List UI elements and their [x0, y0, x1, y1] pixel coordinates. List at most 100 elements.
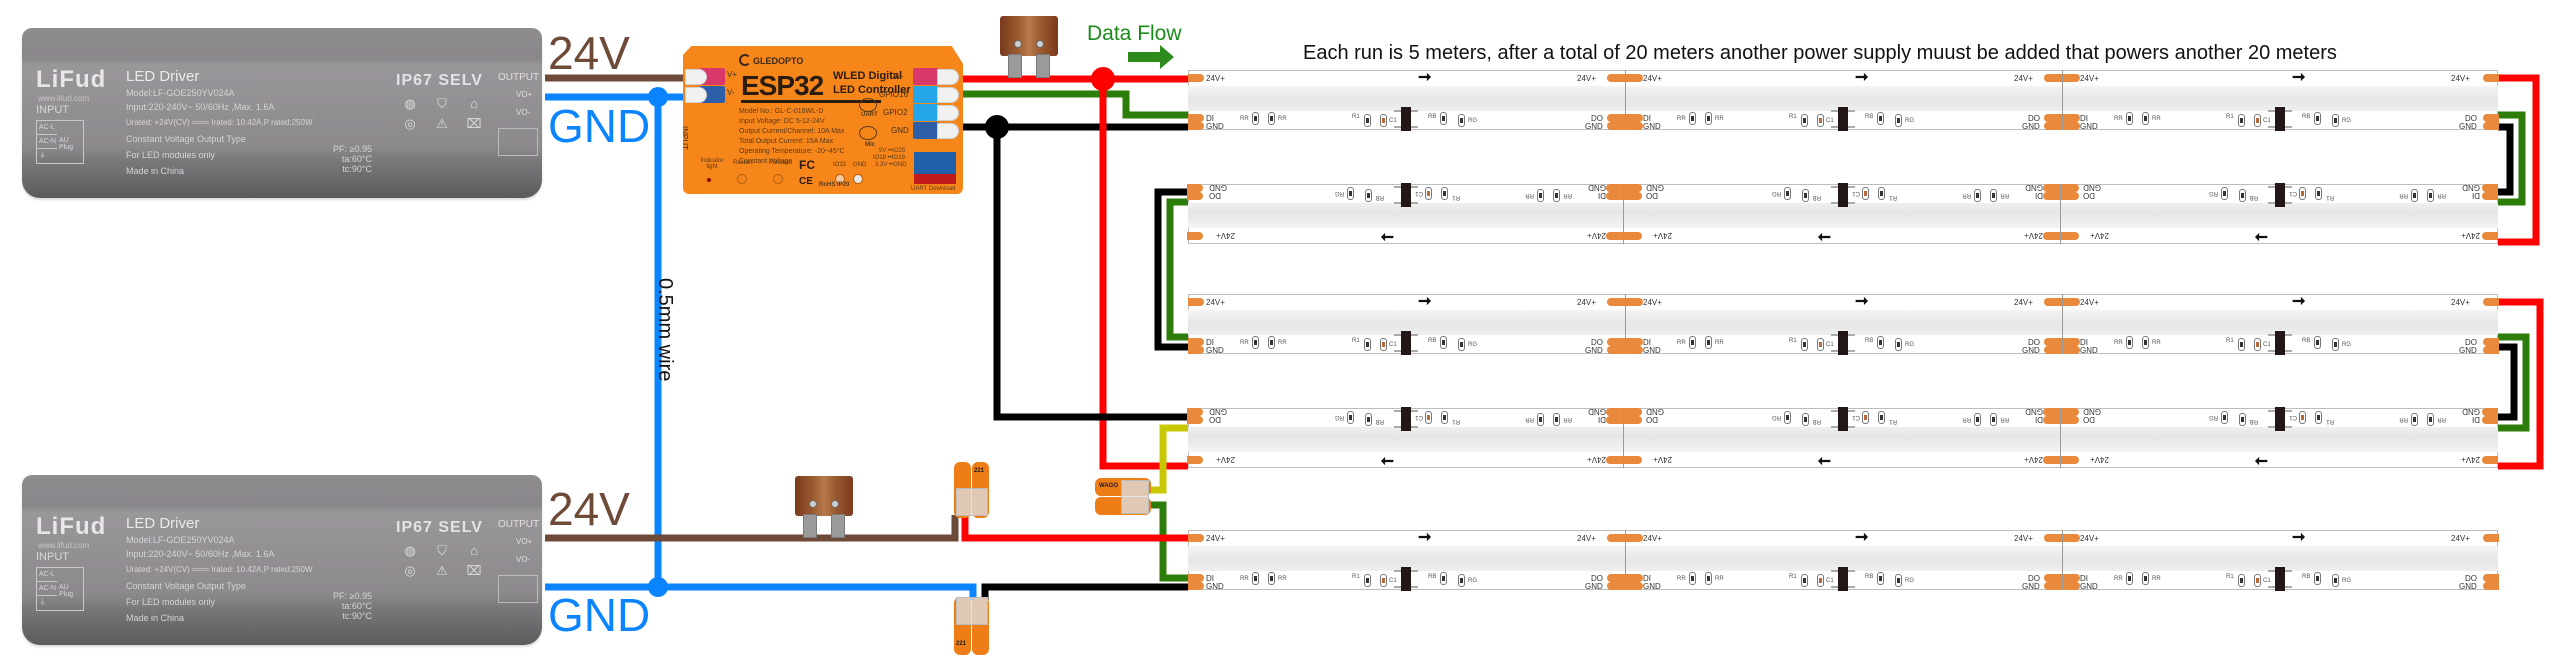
output-terminal-vplus[interactable] — [913, 68, 939, 85]
pad-24v — [1188, 74, 1204, 82]
capacitor — [1425, 187, 1432, 200]
psu-cert: IP67 SELV — [396, 72, 483, 89]
label-24v-end: 24V+ — [1216, 231, 1235, 240]
indicator-light — [707, 178, 711, 182]
pad-24v-joint — [2043, 232, 2079, 240]
psu-brand: LiFud — [36, 66, 107, 93]
cut-line — [1623, 184, 1624, 244]
component-label: RR — [2399, 192, 2408, 198]
component-label: R1 — [2226, 338, 2234, 344]
pad-do-end — [2483, 338, 2499, 346]
link-r1-r2-v — [2498, 74, 2540, 246]
resistor — [1252, 572, 1259, 585]
label-di: DI — [2472, 191, 2480, 200]
link-r3-r4-data — [2498, 333, 2530, 432]
wire-24v-bottom — [545, 515, 959, 542]
lamp-icon: ⚠ — [436, 563, 448, 578]
label-di: DI — [1598, 415, 1606, 424]
label-gnd-end: GND — [2022, 122, 2040, 131]
psu-plug: AU Plug — [59, 584, 74, 598]
pin-header — [914, 152, 956, 174]
fuse-screw — [1014, 40, 1022, 48]
resistor — [2427, 413, 2434, 426]
output-terminal-gnd[interactable] — [913, 122, 939, 139]
label-24v-end: 24V+ — [2090, 455, 2109, 464]
capacitor — [1380, 114, 1387, 127]
psu-input-label: INPUT — [36, 551, 69, 563]
restart-button[interactable] — [737, 174, 747, 184]
component-label: RB — [2302, 574, 2311, 580]
fuse-leg — [1036, 54, 1050, 78]
resistor — [1895, 574, 1902, 587]
resistor — [1990, 189, 1997, 202]
component-label: RR — [2437, 192, 2446, 198]
component-label: RR — [1715, 576, 1724, 582]
psu-model: Model:LF-GOE250YV024A — [126, 88, 235, 98]
component-label: RR — [1525, 416, 1534, 422]
label-gnd: GND — [1206, 122, 1224, 131]
resistor — [1440, 572, 1447, 585]
psu-title: LED Driver — [126, 68, 200, 85]
resistor — [2332, 338, 2339, 351]
resistor — [2315, 411, 2322, 424]
psu-sticker — [498, 128, 538, 156]
capacitor — [2254, 338, 2261, 351]
component-label: C1 — [2263, 578, 2271, 584]
component-label: RG — [1468, 118, 1477, 124]
resistor — [1364, 338, 1371, 351]
direction-arrow-icon: ➞ — [2292, 529, 2306, 546]
label-gnd: GND — [2462, 407, 2480, 416]
component-label: RG — [1905, 578, 1914, 584]
pad-di — [2482, 416, 2498, 424]
label-do: DO — [1209, 415, 1221, 424]
pad-gnd-end — [2483, 346, 2499, 354]
component-label: RR — [2114, 576, 2123, 582]
label-24v-end: 24V+ — [1577, 74, 1596, 83]
direction-arrow-icon: ➞ — [1817, 228, 1831, 245]
capacitor — [2299, 411, 2306, 424]
ce-mark: CE — [799, 176, 813, 187]
resistor — [1784, 411, 1791, 424]
component-label: RB — [1812, 418, 1821, 424]
output-terminal-gpio2[interactable] — [913, 104, 939, 121]
fuse-leg — [831, 514, 845, 538]
resistor — [2221, 187, 2228, 200]
resistor — [2314, 572, 2321, 585]
label-gnd: GND — [2080, 346, 2098, 355]
component-label: RG — [1468, 578, 1477, 584]
power-supply-top: LiFud www.lifud.com INPUT AC-L AC-N ⏚ AU… — [22, 28, 542, 198]
pad-gnd-end — [1187, 184, 1203, 192]
output-terminal-gpio16[interactable] — [913, 86, 939, 103]
fuse-screw — [831, 500, 839, 508]
output-clip — [937, 87, 959, 103]
pad-do-end — [1187, 192, 1203, 200]
psu-title: LED Driver — [126, 515, 200, 532]
component-label: R1 — [1352, 574, 1360, 580]
bulb-icon: ◍ — [404, 543, 416, 558]
component-label: RR — [1715, 340, 1724, 346]
component-label: R1 — [2326, 418, 2334, 424]
pad-gnd-end — [2483, 582, 2499, 590]
label-do: DO — [1209, 191, 1221, 200]
resistor — [2221, 411, 2228, 424]
pad-do-end — [1187, 416, 1203, 424]
component-label: RR — [1715, 116, 1724, 122]
usb-port[interactable] — [914, 174, 956, 184]
resistor — [1268, 112, 1275, 125]
pad-do-end — [2483, 114, 2499, 122]
label-gnd-top: GND — [548, 100, 651, 152]
pad-gnd-end — [2483, 122, 2499, 130]
label-24v-bottom: 24V — [548, 483, 630, 535]
gledopto-logo-icon — [739, 54, 751, 66]
label-gnd-end: GND — [1585, 122, 1603, 131]
component-label: R1 — [2226, 574, 2234, 580]
cut-line — [2062, 294, 2063, 354]
component-label: RB — [1428, 114, 1437, 120]
label-gnd-end: GND — [1209, 183, 1227, 192]
indicator-light-label: Indicator light — [700, 158, 724, 170]
function-button[interactable] — [773, 174, 783, 184]
component-label: R1 — [1352, 338, 1360, 344]
